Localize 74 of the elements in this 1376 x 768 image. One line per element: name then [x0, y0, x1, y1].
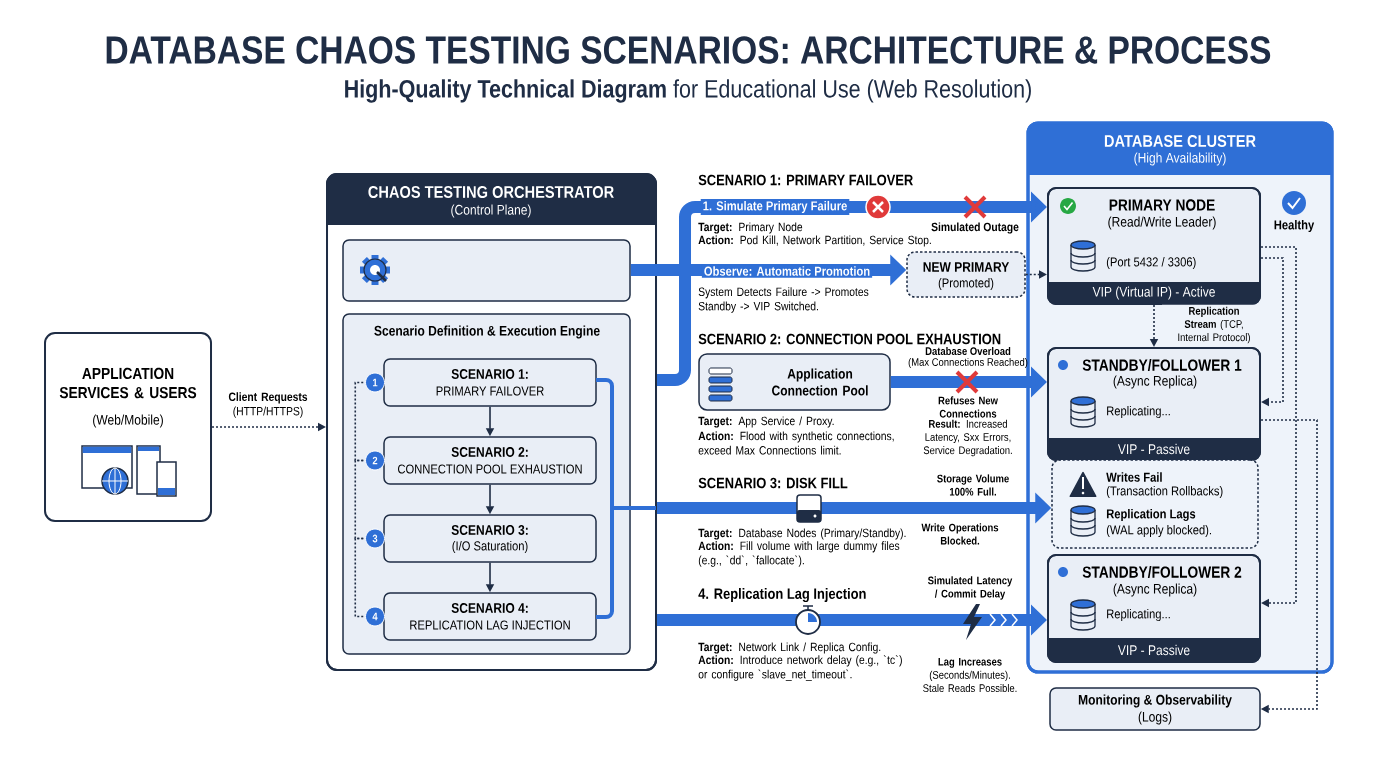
effect-note: Refuses New Connections [938, 396, 998, 418]
node-title: Monitoring & Observability [1078, 694, 1232, 708]
section-heading: 4. Replication Lag Injection [698, 587, 866, 602]
scenario-subtitle: (I/O Saturation) [452, 540, 528, 554]
node-text: (Port 5432 / 3306) [1106, 256, 1196, 270]
note-text: Action: Introduce network delay (e.g., `tc`) or configure `slave_net_timeout`. [698, 655, 902, 681]
impact-title: Replication Lags [1106, 508, 1196, 522]
subtitle: High-Quality Technical Diagram for Educational Use (Web Resolution) [345, 79, 1031, 103]
scenario-subtitle: PRIMARY FAILOVER [436, 386, 544, 396]
node-subtitle: (Logs) [1138, 711, 1172, 725]
note-text: System Detects Failure -> Promotes Standby -> VIP Switched. [698, 287, 869, 313]
note-text: Target: Primary Node [698, 222, 803, 234]
effect-note: Database Overload [925, 346, 1011, 356]
step-badge: 4 [365, 606, 385, 627]
note-text: Action: Flood with synthetic connections, exceed Max Connections limit. [698, 431, 894, 455]
step-badge: 1 [365, 372, 385, 393]
node-subtitle: (Read/Write Leader) [1108, 216, 1216, 230]
node-subtitle: (Web/Mobile) [93, 414, 163, 428]
node-title: APPLICATION SERVICES & USERS [59, 367, 197, 399]
node-title: NEW PRIMARY [923, 262, 1010, 272]
note-text: Action: Fill volume with large dummy files (e.g., `dd`, `fallocate`). [698, 541, 900, 567]
section-heading: SCENARIO 1: PRIMARY FAILOVER [698, 174, 913, 186]
edge-label: Replication Stream (TCP, Internal Protocol) [1162, 304, 1266, 346]
node-title: STANDBY/FOLLOWER 1 [1082, 359, 1242, 371]
effect-note: Result: Increased Latency, Sxx Errors, Service Degradation. [923, 419, 1012, 457]
panel-title: CHAOS TESTING ORCHESTRATOR [368, 186, 614, 198]
connector-line [354, 381, 365, 462]
node-text: Replicating... [1107, 405, 1170, 419]
impact-title: Writes Fail [1106, 472, 1162, 482]
arrow [1260, 419, 1318, 714]
node-title: STANDBY/FOLLOWER 2 [1082, 566, 1242, 578]
scenario-title: SCENARIO 3: [451, 525, 528, 535]
node-title: Application Connection Pool [772, 368, 868, 396]
note-text: Target: Database Nodes (Primary/Standby). [698, 528, 906, 540]
arrow [1260, 257, 1284, 407]
tool-box [342, 239, 631, 302]
node-text: Replicating... [1107, 608, 1170, 622]
node-title: PRIMARY NODE [1109, 199, 1215, 211]
step-badge: 3 [365, 528, 385, 549]
scenario-subtitle: CONNECTION POOL EXHAUSTION [398, 464, 582, 474]
node-subtitle: (Async Replica) [1113, 375, 1197, 389]
node-subtitle: (Async Replica) [1113, 583, 1197, 597]
effect-note: Write Operations Blocked. [921, 523, 999, 545]
edge-label: Observe: Automatic Promotion [701, 264, 873, 278]
vip-status: VIP - Passive [1117, 443, 1190, 455]
connector-line [354, 459, 365, 540]
node-text: (WAL apply blocked). [1106, 524, 1211, 538]
status-label: Healthy [1274, 219, 1315, 233]
step-badge: 2 [365, 450, 385, 471]
effect-note: Lag Increases (Seconds/Minutes). Stale Reads Possible. [923, 657, 1017, 693]
scenario-title: SCENARIO 4: [451, 603, 528, 613]
vip-status: VIP - Passive [1117, 644, 1190, 656]
section-heading: SCENARIO 3: DISK FILL [698, 477, 848, 489]
note-text: Target: Network Link / Replica Config. [698, 642, 881, 654]
scenario-title: SCENARIO 2: [451, 447, 528, 457]
edge-label: Client Requests (HTTP/HTTPS) [216, 390, 320, 420]
node-subtitle: (Promoted) [938, 277, 994, 291]
panel-subtitle: (High Availability) [1134, 152, 1226, 166]
panel-title: Scenario Definition & Execution Engine [374, 325, 600, 339]
section-heading: SCENARIO 2: CONNECTION POOL EXHAUSTION [698, 333, 1001, 345]
arrow [1260, 246, 1297, 608]
effect-note: Simulated Outage [931, 222, 1019, 234]
effect-note: Storage Volume 100% Full. [937, 474, 1009, 496]
vip-status: VIP (Virtual IP) - Active [1092, 286, 1215, 300]
node-text: (Transaction Rollbacks) [1106, 485, 1223, 499]
scenario-subtitle: REPLICATION LAG INJECTION [410, 620, 570, 630]
effect-note: Simulated Latency / Commit Delay [927, 576, 1013, 600]
scenario-title: SCENARIO 1: [451, 369, 528, 379]
panel-title: DATABASE CLUSTER [1104, 135, 1256, 147]
panel-subtitle: (Control Plane) [451, 204, 531, 218]
connector-line [354, 537, 365, 618]
title: DATABASE CHAOS TESTING SCENARIOS: ARCHITECTURE & PROCESS [106, 36, 1271, 64]
note-text: Action: Pod Kill, Network Partition, Service Stop. [698, 235, 931, 247]
edge-label: 1. Simulate Primary Failure [700, 198, 850, 216]
